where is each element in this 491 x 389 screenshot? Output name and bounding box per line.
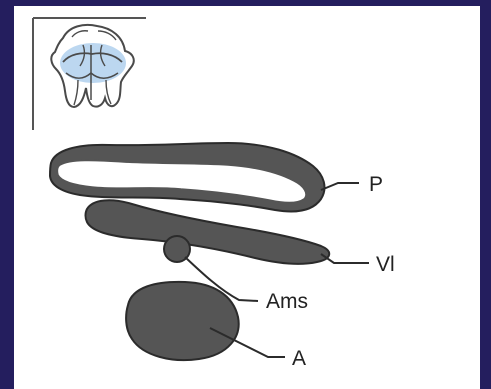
label-p: P [369, 173, 383, 196]
structure-p [50, 143, 324, 211]
p-leader-line [321, 183, 359, 190]
structure-a [126, 282, 239, 360]
diagram-panel: P Vl Ams A [14, 6, 480, 389]
anatomy-diagram: P Vl Ams A [14, 6, 480, 389]
orientation-inset [33, 18, 146, 130]
label-ams: Ams [266, 290, 308, 313]
label-vl: Vl [376, 253, 395, 276]
label-a: A [292, 347, 306, 370]
brain-orientation-icon [51, 25, 133, 107]
